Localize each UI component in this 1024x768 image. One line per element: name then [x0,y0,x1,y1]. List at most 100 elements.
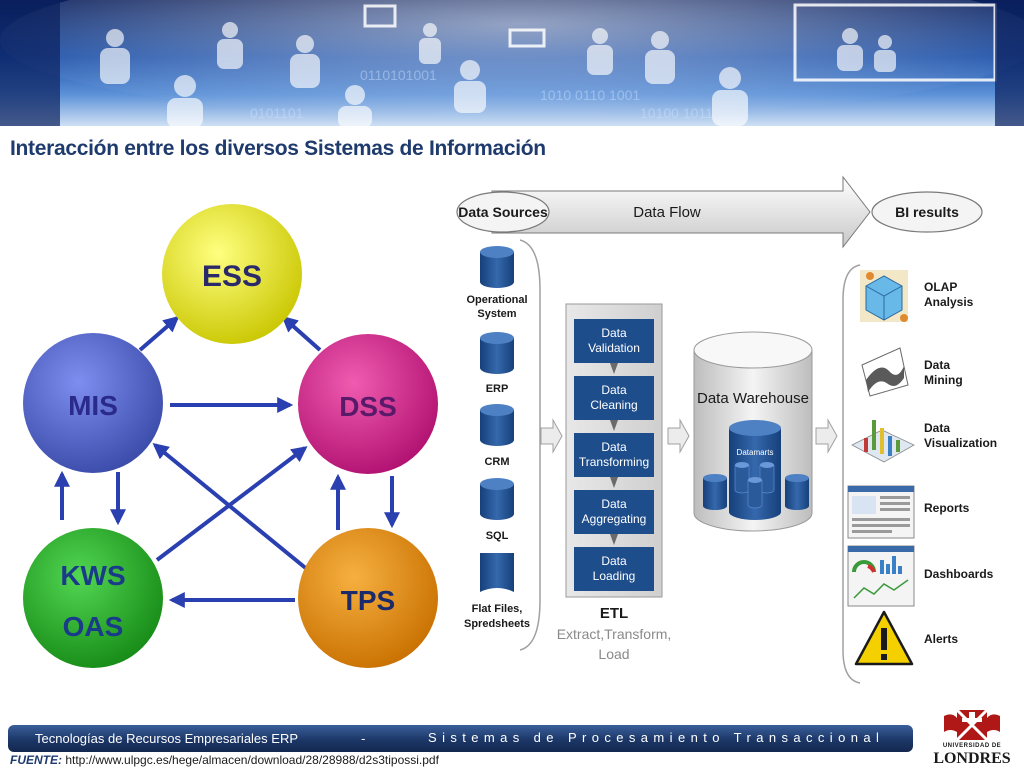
source-sql: SQL [480,478,514,542]
svg-text:Data: Data [601,554,627,568]
svg-text:OLAP: OLAP [924,280,957,294]
svg-text:Aggregating: Aggregating [582,512,647,526]
data-sources-pill [456,191,550,233]
kws-label: KWS [60,560,125,591]
systems-diagram: ESS MIS DSS KWS OAS TPS [23,204,438,668]
bi-results-pill [871,191,983,233]
dss-label: DSS [339,391,397,422]
result-reports: Reports [847,485,970,539]
ess-label: ESS [202,260,262,293]
source-citation: FUENTE: http://www.ulpgc.es/hege/almacen… [10,753,439,767]
dashboard-screen-icon [847,545,915,607]
svg-text:SQL: SQL [486,530,509,542]
etl-step-cleaning [574,376,654,420]
datamarts-label: Datamarts [737,448,774,457]
svg-text:Data: Data [601,326,627,340]
svg-text:Reports: Reports [924,501,970,515]
header-banner: 0110101001 1010 0110 1001 0101101 10100 … [0,0,1024,126]
arrow-tps-to-mis [152,442,310,572]
etl-title: ETL [600,605,628,622]
data-warehouse-label: Data Warehouse [697,390,809,407]
data-warehouse: Data Warehouse Datamarts [693,331,813,532]
crest-icon [944,708,1000,742]
svg-text:Data: Data [924,421,950,435]
svg-text:0110101001: 0110101001 [360,67,437,83]
svg-text:ERP: ERP [486,383,509,395]
flow-arrow-icon [815,418,838,454]
source-flat-files: Flat Files, Spredsheets [464,553,530,630]
database-icon [480,246,514,258]
tps-node [298,528,438,668]
svg-text:10100 1011: 10100 1011 [640,105,713,121]
datamarts-group: Datamarts [703,420,809,520]
slide-title: Interacción entre los diversos Sistemas … [10,137,546,160]
etl-panel: Data Validation Data Cleaning Data Trans… [557,303,672,662]
data-sources-label: Data Sources [458,204,548,220]
banner-graphic: 0110101001 1010 0110 1001 0101101 10100 … [0,0,1024,126]
mis-node [23,333,163,473]
footer-course-title: Tecnologías de Recursos Empresariales ER… [35,731,299,746]
footer-topic: Sistemas de Procesamiento Transaccional [428,730,885,745]
svg-text:Alerts: Alerts [924,632,958,646]
flow-arrows [540,418,838,454]
svg-text:Data: Data [601,440,627,454]
3d-chart-icon [851,420,915,463]
footer-bar: Tecnologías de Recursos Empresariales ER… [8,725,913,752]
logo-line-1: UNIVERSIDAD DE [942,743,1002,749]
sources-list: Operational System ERP CRM SQL Flat File… [464,246,530,630]
university-logo: UNIVERSIDAD DE LONDRES [930,706,1014,767]
warning-icon [854,610,914,666]
result-dashboards: Dashboards [847,545,994,607]
database-icon [480,404,514,416]
svg-text:Operational: Operational [466,294,527,306]
etl-subtitle-2: Load [598,646,629,662]
arrow-kws-to-dss [155,446,308,562]
source-label: FUENTE: [10,753,62,767]
database-icon [480,332,514,344]
database-icon [480,478,514,490]
svg-text:0101101: 0101101 [250,105,304,121]
kws-oas-node [23,528,163,668]
svg-text:Flat Files,: Flat Files, [472,603,523,615]
source-url[interactable]: http://www.ulpgc.es/hege/almacen/downloa… [65,753,439,767]
source-erp: ERP [480,332,514,395]
svg-text:Dashboards: Dashboards [924,567,994,581]
result-alerts: Alerts [854,610,958,666]
etl-subtitle-1: Extract,Transform, [557,626,672,642]
tps-label: TPS [341,585,395,616]
etl-step-loading [574,547,654,591]
source-operational-system: Operational System [466,246,528,320]
etl-step-aggregating [574,490,654,534]
svg-text:Data: Data [601,497,627,511]
ess-node [162,204,302,344]
bi-architecture-diagram: Data Sources Data Flow BI results Operat… [456,175,997,684]
result-olap-analysis: OLAP Analysis [860,270,974,322]
svg-text:Transforming: Transforming [579,455,649,469]
document-icon [480,553,514,592]
arrow-dss-to-ess [281,315,322,352]
svg-text:Loading: Loading [593,569,636,583]
sources-bracket [519,239,541,651]
svg-text:CRM: CRM [484,456,509,468]
svg-text:Cleaning: Cleaning [590,398,637,412]
svg-text:Mining: Mining [924,373,963,387]
svg-text:Validation: Validation [588,341,640,355]
svg-text:1010 0110 1001: 1010 0110 1001 [540,87,640,103]
result-data-mining: Data Mining [861,347,963,397]
etl-step-transforming [574,433,654,477]
diagrams-canvas: ESS MIS DSS KWS OAS TPS Data Sources Dat… [23,175,997,684]
svg-text:System: System [477,308,516,320]
results-bracket [842,264,861,684]
logo-line-2: LONDRES [933,750,1011,767]
footer-separator: - [361,731,366,746]
report-screen-icon [847,485,915,539]
mis-label: MIS [68,390,118,421]
etl-step-validation [574,319,654,363]
interaction-arrows [54,315,400,608]
results-list: OLAP Analysis Data Mining [847,270,997,666]
dss-node [298,334,438,474]
svg-text:Analysis: Analysis [924,295,974,309]
svg-text:Data: Data [601,383,627,397]
olap-cube-icon [860,270,908,322]
data-flow-arrow [491,175,871,249]
